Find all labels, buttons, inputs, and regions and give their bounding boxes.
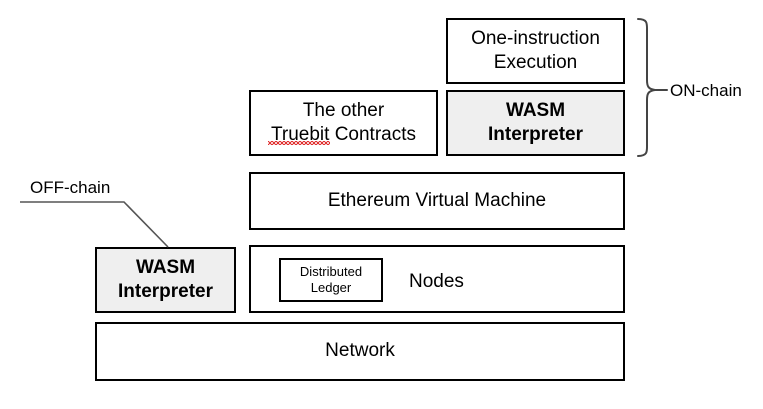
box-network: Network (95, 322, 625, 381)
spellcheck-underline-icon (268, 141, 330, 145)
box-distributed-ledger: Distributed Ledger (279, 258, 383, 302)
box-nodes-label: Nodes (409, 271, 464, 292)
label-off-chain: OFF-chain (30, 178, 111, 197)
box-other-truebit-contracts: The other Truebit Contracts (249, 90, 438, 156)
box-one-instruction-execution: One-instruction Execution (446, 18, 625, 84)
box-ethereum-virtual-machine: Ethereum Virtual Machine (249, 172, 625, 230)
box-nodes: Distributed Ledger Nodes (249, 245, 625, 313)
box-wasm-interpreter-onchain: WASM Interpreter (446, 90, 625, 156)
on-chain-brace-icon (637, 18, 668, 157)
off-chain-leader-line (20, 201, 169, 248)
label-on-chain: ON-chain (670, 81, 742, 100)
box-wasm-interpreter-offchain: WASM Interpreter (95, 247, 236, 313)
